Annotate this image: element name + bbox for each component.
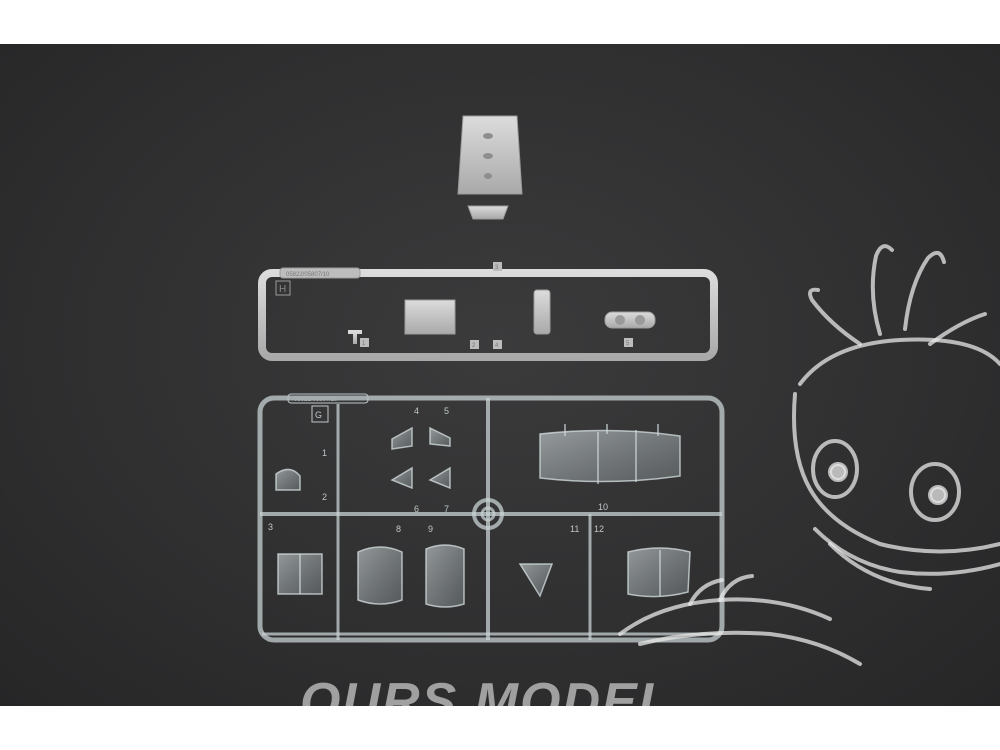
sprue-g-num-5: 5 [444, 406, 449, 416]
watermark-text-label: OURS MODEL [300, 676, 673, 706]
sprue-scene: H 05822/05807/10 3 1 2 4 5 [257, 115, 1000, 666]
sprue-h-num-2: 2 [472, 343, 476, 349]
sprue-g [257, 395, 725, 643]
sprue-g-num-7: 7 [444, 504, 449, 514]
sprue-h-code: 05822/05807/10 [286, 272, 330, 278]
sprue-g-parts [275, 424, 691, 608]
product-photo: H 05822/05807/10 3 1 2 4 5 [0, 44, 1000, 706]
sprue-g-num-1: 1 [322, 448, 327, 458]
sprue-g-letter: G [315, 410, 322, 420]
canopy-part [539, 429, 681, 483]
watermark-text: OURS MODEL [300, 676, 700, 706]
sprue-h-num-1: 1 [362, 341, 366, 347]
sprue-g-num-8: 8 [396, 524, 401, 534]
block-part [404, 299, 456, 335]
windscreen-part-1 [391, 426, 413, 450]
sprue-g-labels: G 05822/05807/10 1 2 3 4 5 6 7 8 9 10 11… [268, 393, 608, 534]
sprue-h-num-5: 5 [626, 341, 630, 347]
sprue-g-num-10: 10 [598, 502, 608, 512]
sprue-h-parts: H 05822/05807/10 3 1 2 4 5 [275, 115, 656, 349]
sprue-g-num-11: 11 [570, 524, 579, 534]
sprue-g-num-2: 2 [322, 492, 327, 502]
sprue-g-code: 05822/05807/10 [294, 397, 338, 403]
sprue-g-num-6: 6 [414, 504, 419, 514]
sprue-h-num-4: 4 [495, 343, 499, 349]
lens-part [518, 563, 554, 598]
sprue-g-num-12: 12 [594, 524, 604, 534]
sprue-h [258, 141, 718, 361]
bubble-part [627, 547, 691, 598]
windscreen-part-2 [429, 426, 451, 447]
sprue-h-letter: H [279, 284, 286, 295]
lamp-part [275, 468, 301, 491]
window-part-1 [390, 466, 413, 490]
watermark-logo [618, 244, 1000, 666]
sprue-g-num-4: 4 [414, 406, 419, 416]
curved-panel-2 [425, 544, 465, 608]
round-pair-part [604, 311, 656, 329]
curved-panel-1 [357, 546, 403, 605]
sprue-h-num-3: 3 [495, 265, 499, 271]
window-part-2 [428, 466, 451, 490]
sprue-g-frame [257, 395, 725, 643]
sprue-g-num-9: 9 [428, 524, 433, 534]
tee-part [348, 330, 362, 344]
slab-part [533, 289, 551, 335]
sprue-g-num-3: 3 [268, 522, 273, 532]
